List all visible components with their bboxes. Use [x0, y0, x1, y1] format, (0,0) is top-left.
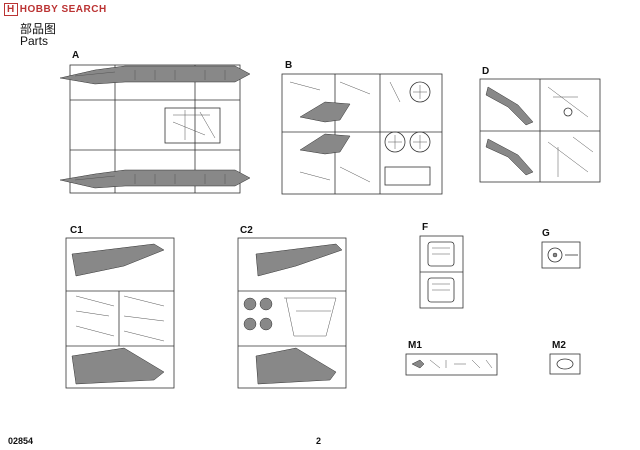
sprue-a	[55, 60, 255, 200]
watermark-text: HOBBY SEARCH	[19, 4, 107, 15]
sprue-m2	[548, 352, 582, 376]
sprue-label-f: F	[422, 222, 429, 233]
sprue-g	[540, 240, 582, 270]
sprue-m1	[404, 352, 499, 377]
sprue-f	[418, 234, 465, 311]
sprue-c1	[64, 236, 176, 391]
sprue-c2	[236, 236, 348, 391]
page-title-cn: 部品图	[20, 22, 57, 36]
sprue-label-c1: C1	[70, 225, 83, 236]
sprue-d	[478, 77, 603, 185]
page-title-en: Parts	[20, 34, 49, 48]
page-number: 2	[316, 436, 322, 446]
watermark-box: H	[4, 3, 18, 16]
sprue-label-a: A	[72, 50, 80, 61]
sprue-label-m2: M2	[552, 340, 566, 351]
sprue-label-c2: C2	[240, 225, 253, 236]
sprue-label-d: D	[482, 66, 490, 77]
product-code: 02854	[8, 436, 34, 446]
sprue-label-m1: M1	[408, 340, 422, 351]
sprue-label-b: B	[285, 60, 293, 71]
sprue-label-g: G	[542, 228, 550, 239]
sprue-b	[280, 72, 445, 197]
